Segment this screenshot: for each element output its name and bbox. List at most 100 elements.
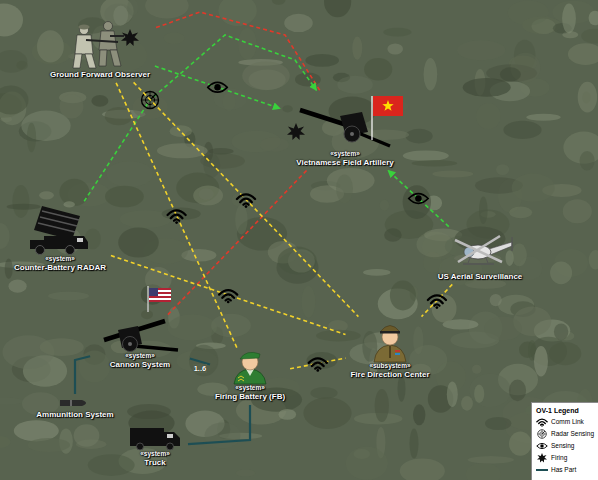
terrain-patch [0,3,23,36]
terrain-patch [205,423,241,449]
terrain-patch [168,315,217,341]
truck-icon [130,428,180,450]
terrain-patch [578,82,597,113]
system-node: «system»Firing Battery (FB) [212,350,288,403]
terrain-patch [238,28,256,60]
terrain-patch [27,123,36,153]
legend-row: Has Part [536,464,594,476]
terrain-patch [550,261,572,284]
terrain-patch [12,185,29,218]
connector [84,35,316,201]
terrain-patch [496,164,509,175]
connector [111,256,346,335]
terrain-patch [484,316,522,340]
terrain-patch [581,29,598,44]
terrain-patch [479,196,488,224]
terrain-patch [589,250,598,269]
radar-truck [30,206,88,255]
helicopter [455,236,512,264]
terrain-patch [9,280,27,293]
terrain-patch [447,381,458,407]
stereotype-label: «system» [14,255,106,263]
legend-symbol [536,465,548,475]
terrain-patch [127,0,138,16]
terrain-patch [305,54,339,67]
terrain-patch [48,292,89,300]
terrain-patch [279,409,297,420]
terrain-patch [141,310,153,319]
terrain-patch [512,244,527,267]
legend-row: Radar Sensing [536,428,594,440]
terrain-patch [589,11,598,26]
terrain-patch [59,179,89,206]
node-label: Ground Forward Observer [50,70,150,79]
terrain-patch [337,76,373,94]
legend-text: Comm Link [551,418,584,426]
terrain-patch [364,58,392,81]
explosion-icon [121,29,139,46]
terrain-patch [272,0,285,5]
terrain-patch [88,454,135,476]
system-node: US Aerial Surveillance [435,228,526,283]
terrain-patch [509,380,526,402]
terrain-patch [199,188,214,200]
comm-link-icon [219,290,237,303]
terrain-patch [37,30,64,62]
connector [155,12,320,90]
connector [75,356,90,394]
terrain-patch [463,78,511,97]
us-flag [148,286,171,312]
terrain-patch [336,174,353,202]
terrain-patch [74,424,100,447]
system-node: «system»Counter-Battery RADAR [11,203,109,274]
terrain-patch [0,223,10,249]
legend-symbol [536,429,548,439]
terrain-patch [145,0,189,18]
terrain-patch [485,417,511,430]
system-node: Ground Forward Observer [47,14,153,81]
terrain-patch [474,385,484,403]
terrain-patch [7,204,41,210]
terrain-patch [352,37,362,60]
terrain-patch [476,103,500,129]
legend-text: Firing [551,454,567,462]
terrain-patch [500,67,521,81]
terrain-patch [105,186,144,208]
terrain-patch [503,121,541,139]
system-node: «system»Truck [124,424,186,469]
node-label: Counter-Battery RADAR [14,263,106,272]
terrain-patch [384,228,402,241]
system-node: «system»Cannon System [92,316,188,371]
stereotype-label: «system» [285,150,405,158]
terrain-patch [284,14,313,32]
terrain-patch [472,365,481,374]
system-node: «subsystem»Fire Direction Center [347,318,432,381]
legend-title: OV-1 Legend [536,406,594,416]
terrain-patch [424,58,438,91]
terrain-patch [380,200,389,211]
comm-link-icon [309,358,327,371]
vietnam-flag [372,96,403,140]
terrain-patch [461,396,473,411]
comm-link-icon [237,194,255,207]
node-label: Ammunition System [36,410,113,419]
bullet-icon [60,400,86,406]
connector [134,82,359,316]
legend-text: Sensing [551,442,575,450]
terrain-patch [406,129,433,144]
terrain-patch [400,458,445,480]
node-label: Firing Battery (FB) [215,392,285,401]
legend-text: Has Part [551,466,576,474]
terrain-patch [113,6,128,26]
terrain-patch [398,375,406,402]
stereotype-label: «system» [95,352,185,360]
comm-link-icon [168,210,186,223]
multiplicity-label: 1..6 [193,364,208,373]
legend-symbol [536,453,548,463]
terrain-patch [346,447,388,480]
terrain-patch [412,160,458,166]
legend-text: Radar Sensing [551,430,594,438]
stereotype-label: «system» [215,384,285,392]
